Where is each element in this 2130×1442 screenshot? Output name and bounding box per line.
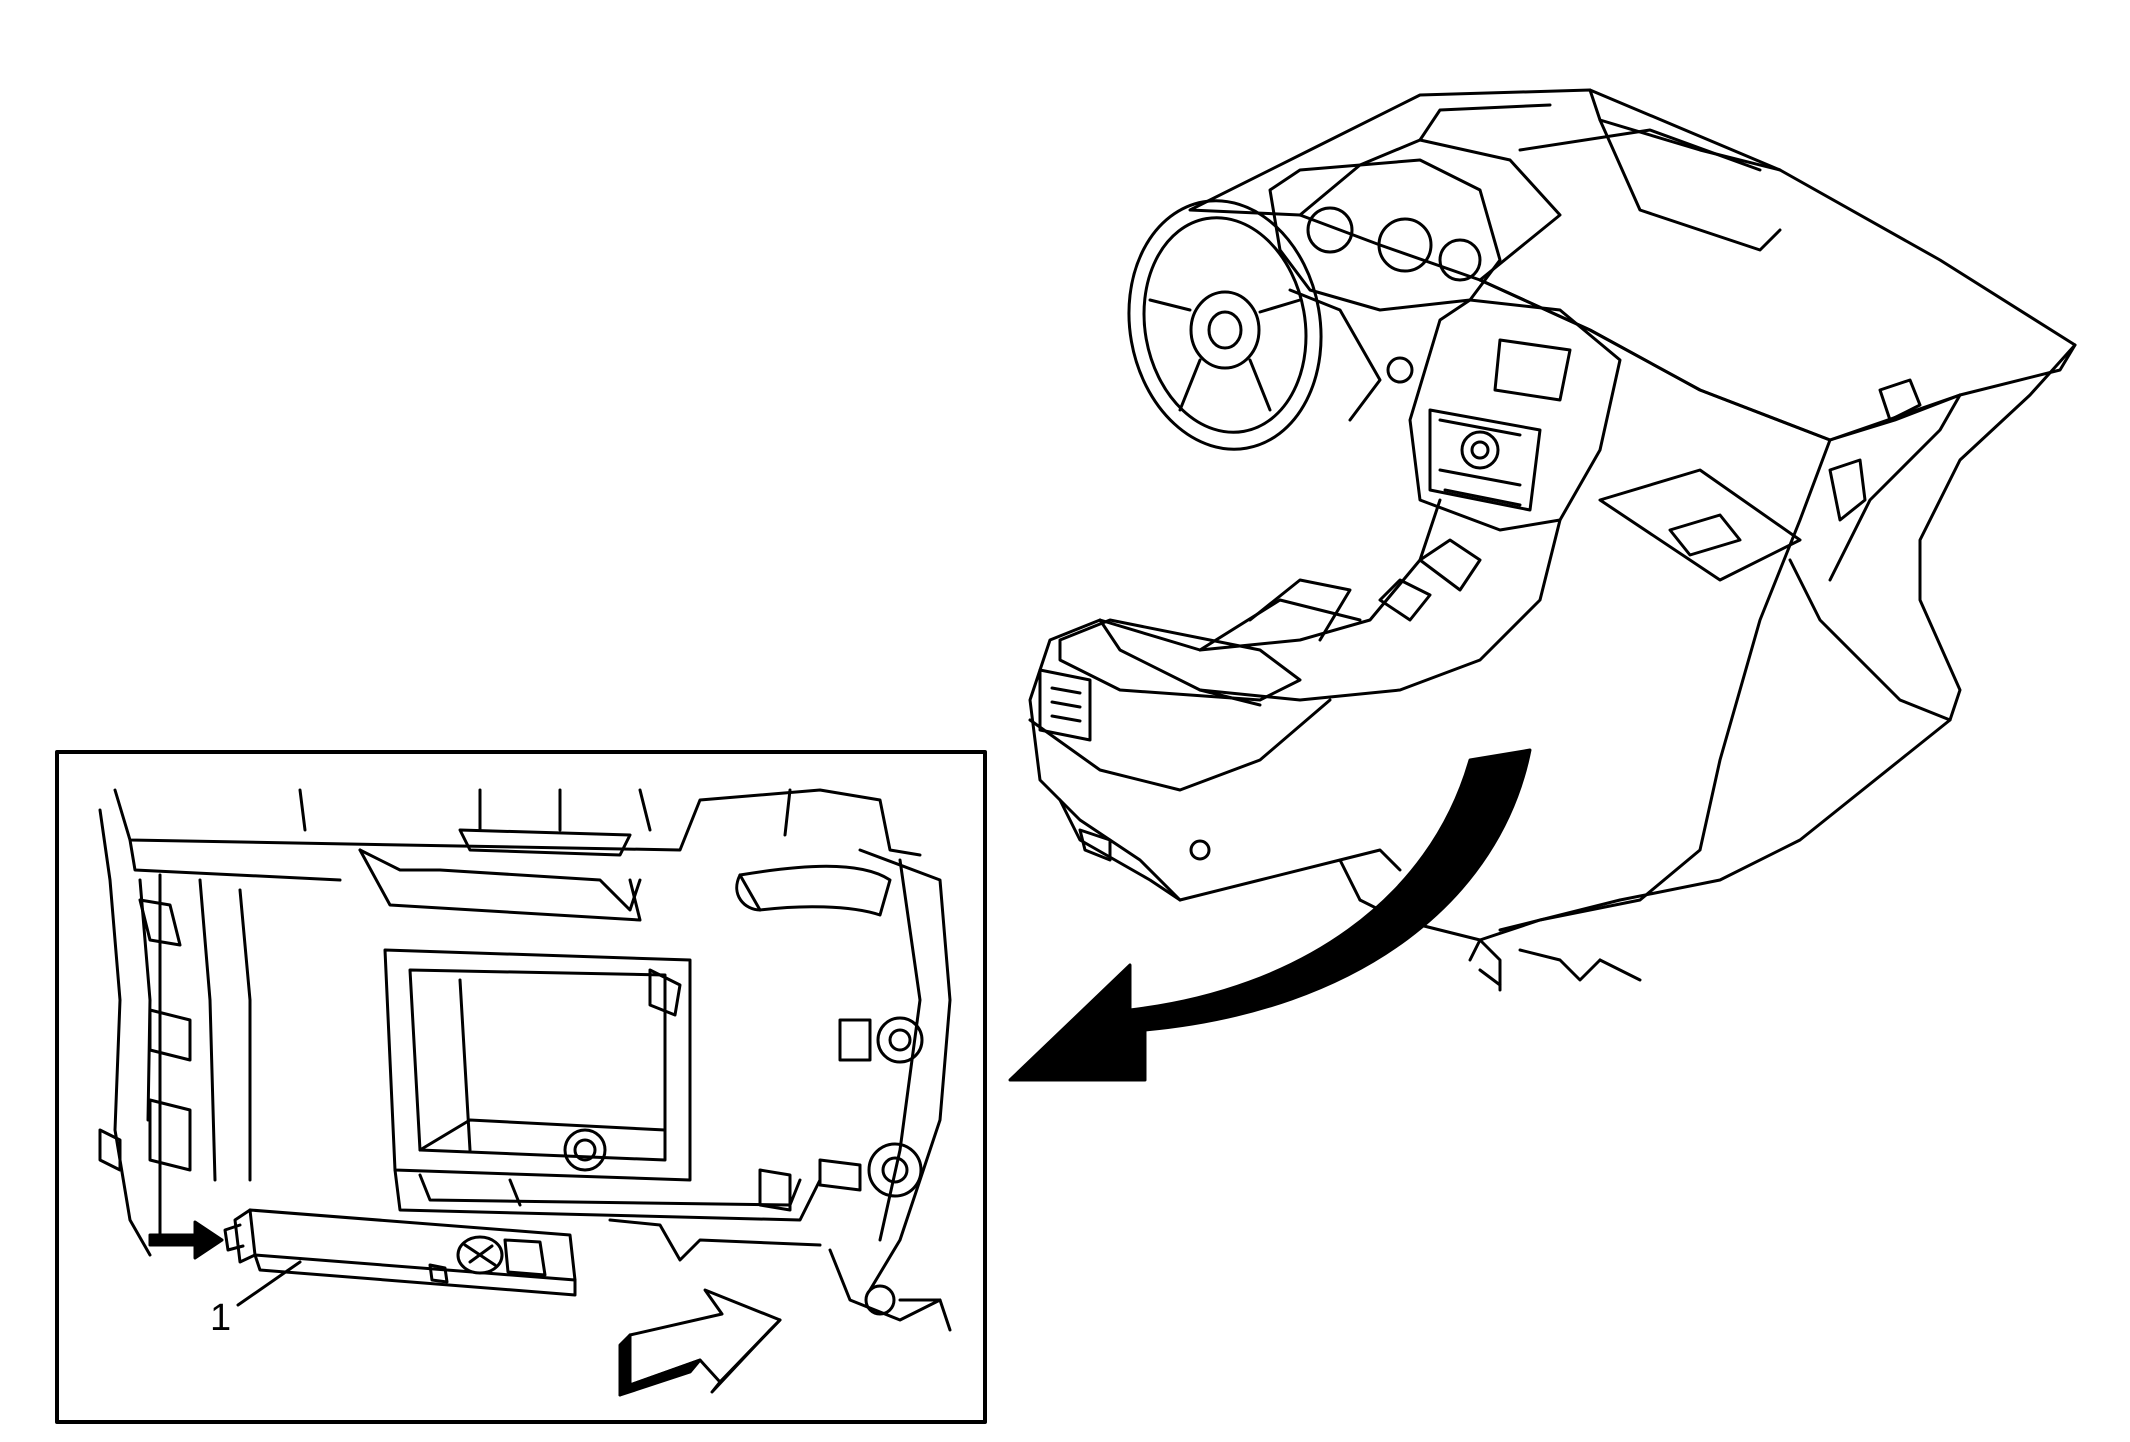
module-component [223,1208,577,1297]
arrow-right-icon [148,1220,224,1260]
callout-label-1: 1 [210,1297,231,1339]
callout-leader-line [236,1260,302,1307]
instrument-panel-overview [1028,88,2077,992]
detail-inset: 1 [55,750,987,1424]
direction-arrow-icon [618,1288,782,1397]
curved-arrow-icon [1008,748,1532,1082]
inset-structure [98,788,952,1332]
